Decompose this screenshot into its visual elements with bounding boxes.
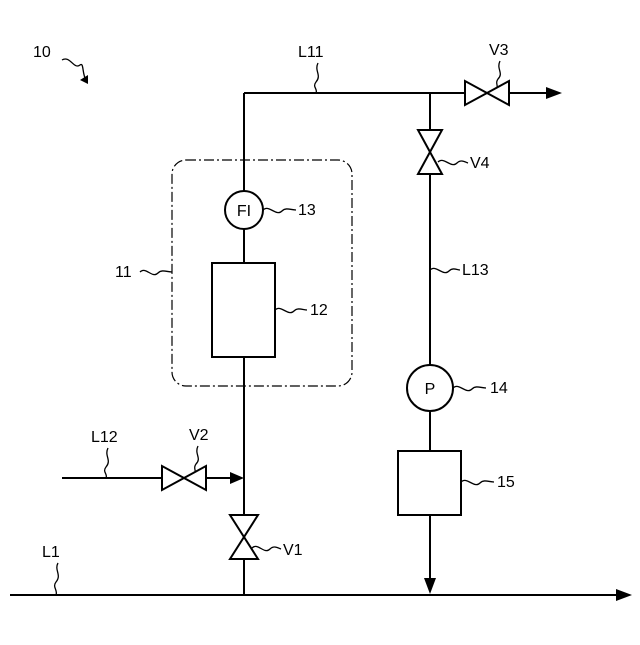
valve-v2-left [162,466,184,490]
valve-v3-right [487,81,509,105]
l11-leader [315,63,319,93]
valve-v3-left [465,81,487,105]
label-v1: V1 [283,542,303,559]
unit-11-leader [140,270,172,274]
label-l12: L12 [91,429,118,446]
system-label-leader [62,59,86,80]
l1-arrowhead-icon [616,589,632,601]
label-v2: V2 [189,427,209,444]
label-l1: L1 [42,544,60,561]
flow-indicator-13-leader [263,208,296,212]
flow-indicator-symbol: FI [237,203,251,220]
v3-outlet-arrowhead-icon [546,87,562,99]
valve-v1-lower [230,537,258,559]
v3-leader [497,61,501,87]
label-v3: V3 [489,42,509,59]
label-l11: L11 [298,44,324,61]
l1-leader [55,563,59,595]
l13-leader [430,268,460,272]
tank-outlet-arrowhead-icon [424,578,436,594]
valve-v4-lower [418,152,442,174]
l12-leader [105,448,109,478]
valve-v1-upper [230,515,258,537]
vessel-12-leader [275,308,307,312]
tank-15-leader [461,480,494,484]
v4-leader [438,160,468,164]
v2-leader [195,446,199,472]
pump-14-leader [453,386,486,390]
label-pump-14: 14 [490,380,508,397]
l12-arrowhead-icon [230,472,244,484]
system-label: 10 [33,44,51,61]
label-flow-indicator-13: 13 [298,202,316,219]
vessel-12 [212,263,275,357]
valve-v4-upper [418,130,442,152]
label-l13: L13 [462,262,489,279]
tank-15 [398,451,461,515]
label-tank-15: 15 [497,474,515,491]
label-vessel-12: 12 [310,302,328,319]
pump-symbol: P [425,381,436,398]
label-v4: V4 [470,155,490,172]
label-unit-11: 11 [115,264,132,281]
v1-leader [252,546,281,550]
